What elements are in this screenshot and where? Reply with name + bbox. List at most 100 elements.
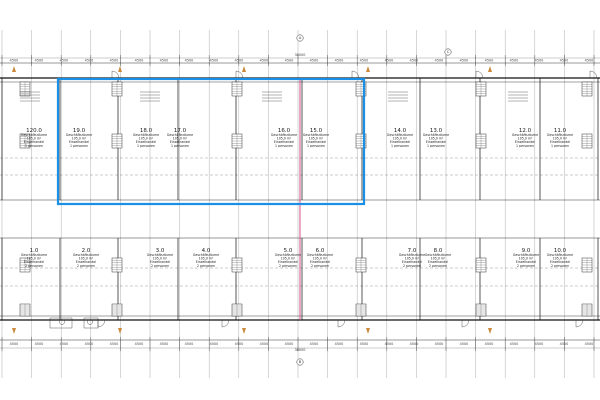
unit-info-line: Geschäftsräume [425, 253, 451, 257]
unit-info-line: 1 personen [391, 144, 409, 148]
unit-info-line: Einzelhandel [426, 140, 446, 144]
bottom-dimension-label: 4500 [35, 342, 44, 346]
top-dimension-label: 4500 [110, 59, 119, 63]
unit-info-line: 105,0 m² [139, 137, 154, 141]
top-dimension-label: 4500 [35, 59, 44, 63]
axis-marker-circle [296, 34, 304, 42]
unit-info-line: 2 personen [77, 264, 95, 268]
unit-info-line: 105,0 m² [518, 137, 533, 141]
axis-marker-circle [444, 48, 452, 56]
top-dimension-label: 4500 [385, 59, 394, 63]
entrance-marker [488, 66, 492, 72]
unit-info-line: 105,0 m² [393, 137, 408, 141]
unit-info-line: Einzelhandel [515, 140, 535, 144]
unit-number: 11.0 [554, 128, 567, 134]
unit-info-line: 2 personen [151, 264, 169, 268]
unit-info-line: Einzelhandel [310, 260, 330, 264]
axis-marker-label: A [299, 36, 302, 40]
top-dimension-label: 4500 [310, 59, 319, 63]
top-dimension-label: 4500 [10, 59, 19, 63]
unit-info-line: 105,0 m² [519, 257, 534, 261]
unit-info-line: Einzelhandel [550, 260, 570, 264]
top-dimension-label: 4500 [60, 59, 69, 63]
unit-info-line: 1 personen [25, 144, 43, 148]
axis-marker-label: C [447, 50, 450, 54]
entrance-marker [118, 66, 122, 72]
unit-info-line: 2 personen [517, 264, 535, 268]
bottom-dimension-label: 4500 [185, 342, 194, 346]
bottom-dimension-label: 4500 [585, 342, 594, 346]
unit-info-line: Einzelhandel [170, 140, 190, 144]
bottom-dimension-label: 4500 [335, 342, 344, 346]
unit-info-line: Einzelhandel [428, 260, 448, 264]
door-swing [575, 319, 584, 328]
unit-info-line: 105,0 m² [79, 257, 94, 261]
unit-info-line: 1 personen [307, 144, 325, 148]
unit-info-line: Einzelhandel [516, 260, 536, 264]
unit-number: 120.0 [26, 128, 42, 134]
top-dimension-label: 4500 [585, 59, 594, 63]
selection-rectangle[interactable] [56, 77, 366, 206]
unit-number: 17.0 [174, 128, 187, 134]
door-swing [351, 70, 360, 79]
unit-info-line: Geschäftsräume [512, 133, 538, 137]
bottom-dimension-label: 4500 [310, 342, 319, 346]
unit-info-line: Geschäftsräume [547, 253, 573, 257]
top-dimension-label: 4500 [260, 59, 269, 63]
top-dimension-label: 4500 [335, 59, 344, 63]
unit-info-line: Geschäftsräume [133, 133, 159, 137]
unit-number: 14.0 [394, 128, 407, 134]
top-dimension-label: 4500 [410, 59, 419, 63]
top-dimension-label: 4500 [460, 59, 469, 63]
top-dimension-label: 4500 [535, 59, 544, 63]
entrance-marker [12, 328, 16, 334]
unit-info-line: Einzelhandel [24, 140, 44, 144]
entrance-marker [366, 328, 370, 334]
bottom-dimension-label: 4500 [210, 342, 219, 346]
door-swing [461, 319, 470, 328]
top-dimension-label: 4500 [135, 59, 144, 63]
unit-info-line: 105,0 m² [553, 137, 568, 141]
unit-info-line: 1 personen [427, 144, 445, 148]
unit-number: 4.0 [202, 248, 211, 254]
top-dimension-label: 4500 [510, 59, 519, 63]
top-dimension-label: 4500 [360, 59, 369, 63]
unit-info-line: 1 personen [516, 144, 534, 148]
unit-info-line: Geschäftsräume [73, 253, 99, 257]
unit-info-line: 105,0 m² [277, 137, 292, 141]
door-swing [589, 70, 598, 79]
unit-info-line: 1 personen [275, 144, 293, 148]
entrance-marker [242, 66, 246, 72]
unit-number: 19.0 [73, 128, 86, 134]
unit-info-line: 105,0 m² [281, 257, 296, 261]
unit-info-line: 2 personen [429, 264, 447, 268]
fixture-symbol [59, 319, 65, 325]
bottom-dimension-label: 4500 [360, 342, 369, 346]
bottom-dimension-label: 4500 [535, 342, 544, 346]
top-dimension-label: 4500 [160, 59, 169, 63]
bottom-dimension-label: 4500 [510, 342, 519, 346]
bottom-dimension-label: 4500 [385, 342, 394, 346]
bottom-dimension-label: 4500 [110, 342, 119, 346]
unit-info-line: Einzelhandel [390, 140, 410, 144]
unit-info-line: 1 personen [551, 144, 569, 148]
bottom-dimension-label: 4500 [460, 342, 469, 346]
unit-number: 2.0 [82, 248, 91, 254]
door-swing [97, 319, 106, 328]
unit-info-line: Einzelhandel [150, 260, 170, 264]
unit-info-line: 1 personen [171, 144, 189, 148]
unit-number: 6.0 [316, 248, 325, 254]
door-swing [235, 70, 244, 79]
bottom-total-dimension: 36000 [295, 348, 306, 352]
unit-info-line: Einzelhandel [402, 260, 422, 264]
small-room-outline [49, 317, 73, 329]
unit-info-line: Einzelhandel [136, 140, 156, 144]
top-dimension-label: 4500 [210, 59, 219, 63]
unit-info-line: 105,0 m² [153, 257, 168, 261]
unit-number: 5.0 [284, 248, 293, 254]
bottom-dimension-label: 4500 [260, 342, 269, 346]
unit-info-line: 105,0 m² [173, 137, 188, 141]
entrance-marker [366, 66, 370, 72]
unit-number: 12.0 [519, 128, 532, 134]
